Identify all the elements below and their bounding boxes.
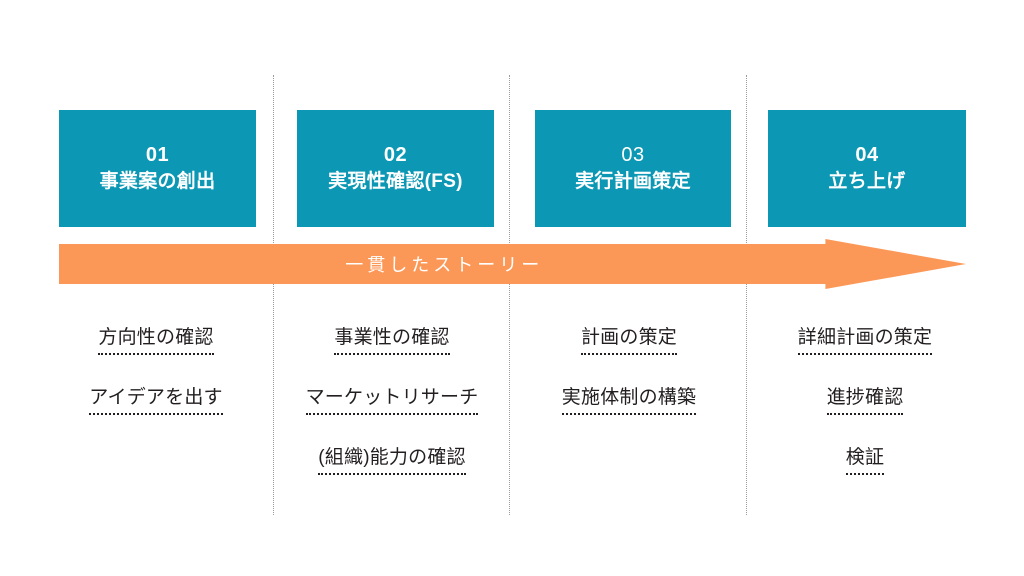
right-arrow-icon: [59, 239, 966, 289]
task-label: アイデアを出す: [89, 382, 223, 415]
column-divider-1: [273, 75, 274, 515]
task-item: 検証: [845, 442, 885, 502]
stage-box-2[interactable]: 02 実現性確認(FS): [297, 110, 494, 227]
story-arrow-label: 一貫したストーリー: [345, 255, 544, 275]
story-arrow-banner: 一貫したストーリー: [59, 239, 966, 289]
task-item: 方向性の確認: [98, 322, 214, 382]
task-item: 実施体制の構築: [561, 382, 697, 442]
task-item: 事業性の確認: [334, 322, 450, 382]
task-label: 実施体制の構築: [561, 382, 697, 415]
task-label: 進捗確認: [826, 382, 904, 415]
stage-title-4: 立ち上げ: [828, 171, 906, 193]
stage-box-1[interactable]: 01 事業案の創出: [59, 110, 256, 227]
task-item: 詳細計画の策定: [797, 322, 933, 382]
stage-box-4[interactable]: 04 立ち上げ: [768, 110, 966, 227]
stage-title-1: 事業案の創出: [99, 171, 216, 193]
task-item: (組織)能力の確認: [318, 442, 466, 502]
stage-number-2: 02: [383, 144, 408, 167]
stage-box-3[interactable]: 03 実行計画策定: [535, 110, 731, 227]
column-divider-3: [746, 75, 747, 515]
task-label: (組織)能力の確認: [318, 442, 466, 475]
task-item: 計画の策定: [580, 322, 677, 382]
task-label: 方向性の確認: [98, 322, 214, 355]
task-item: アイデアを出す: [89, 382, 223, 442]
task-item: 進捗確認: [826, 382, 904, 442]
stage-title-2: 実現性確認(FS): [328, 171, 463, 193]
task-label: 計画の策定: [580, 322, 677, 355]
column-divider-2: [509, 75, 510, 515]
task-column-2: 事業性の確認 マーケットリサーチ (組織)能力の確認: [274, 322, 510, 502]
task-label: マーケットリサーチ: [305, 382, 479, 415]
task-label: 詳細計画の策定: [797, 322, 933, 355]
task-item: マーケットリサーチ: [305, 382, 479, 442]
stage-number-4: 04: [855, 144, 879, 167]
task-label: 検証: [845, 442, 885, 475]
stage-number-3: 03: [621, 144, 645, 167]
stage-title-3: 実行計画策定: [575, 171, 691, 193]
task-column-4: 詳細計画の策定 進捗確認 検証: [747, 322, 983, 502]
task-column-3: 計画の策定 実施体制の構築: [511, 322, 747, 442]
task-column-1: 方向性の確認 アイデアを出す: [38, 322, 274, 442]
task-label: 事業性の確認: [334, 322, 450, 355]
stage-number-1: 01: [145, 144, 170, 167]
